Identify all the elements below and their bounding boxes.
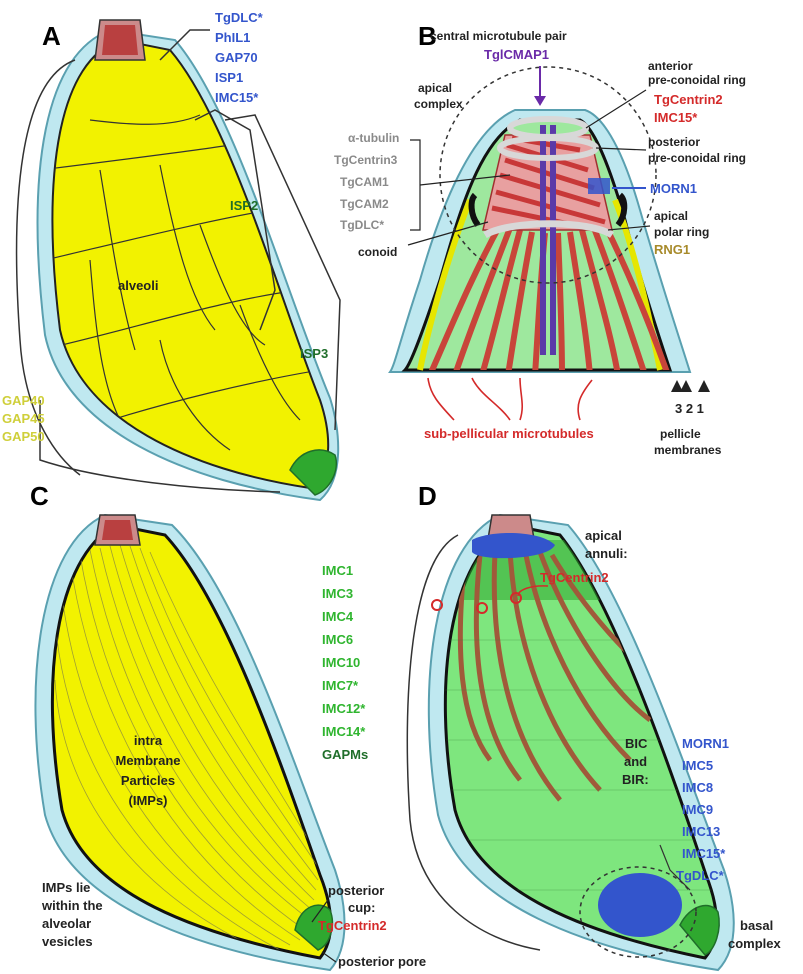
pellicle-numbers: 3 2 1	[675, 401, 704, 416]
panel-a-label: A	[42, 21, 61, 51]
apical-protein-list-a: TgDLC* PhIL1 GAP70 ISP1 IMC15*	[215, 10, 264, 105]
panel-d: D apical	[322, 481, 782, 970]
imps-line: intra	[134, 733, 163, 748]
basal-complex-label-2: complex	[728, 936, 782, 951]
panel-c-label: C	[30, 481, 49, 511]
alveoli-body-c	[52, 525, 330, 958]
tgcentrin2-label-d: TgCentrin2	[540, 570, 609, 585]
tgcentrin2-label-c: TgCentrin2	[318, 918, 387, 933]
arrowhead-icon	[680, 380, 692, 392]
protein-label: TgDLC*	[215, 10, 264, 25]
protein-label: IMC15*	[215, 90, 259, 105]
morn1-marker	[588, 178, 610, 194]
protein-label: IMC4	[322, 609, 354, 624]
protein-label: IMC5	[682, 758, 713, 773]
alveoli-body-a	[53, 40, 329, 488]
apical-complex-label-1: apical	[418, 81, 452, 95]
protein-label: IMC1	[322, 563, 353, 578]
protein-label: TgCAM1	[340, 175, 389, 189]
protein-label: IMC10	[322, 655, 360, 670]
protein-label: IMC9	[682, 802, 713, 817]
protein-label: GAP50	[2, 429, 45, 444]
anterior-ring-label-2: pre-conoidal ring	[648, 73, 746, 87]
conoid-a	[102, 25, 138, 55]
apical-complex-label-2: complex	[414, 97, 463, 111]
imps-line: Membrane	[115, 753, 180, 768]
morn1-label-b: MORN1	[650, 181, 697, 196]
imps-lie-line: alveolar	[42, 916, 91, 931]
imc-protein-list: IMC1 IMC3 IMC4 IMC6 IMC10 IMC7* IMC12* I…	[322, 563, 366, 739]
arrowhead-icon	[698, 380, 710, 392]
rng1-label: RNG1	[654, 242, 690, 257]
tgcentrin2-label-b: TgCentrin2	[654, 92, 723, 107]
protein-label: TgDLC*	[676, 868, 725, 883]
protein-label: α-tubulin	[348, 131, 399, 145]
anterior-ring-label-1: anterior	[648, 59, 693, 73]
protein-label: TgCAM2	[340, 197, 389, 211]
protein-label: GAP45	[2, 411, 45, 426]
protein-label: GAP70	[215, 50, 258, 65]
conoid-bracket	[410, 140, 420, 230]
gapms-label: GAPMs	[322, 747, 368, 762]
arrowhead-icon	[534, 96, 546, 106]
imps-line: Particles	[121, 773, 175, 788]
gap-protein-list: GAP40 GAP45 GAP50	[2, 393, 45, 444]
posterior-pore-label: posterior pore	[338, 954, 426, 969]
imps-lie-label: IMPs lie within the alveolar vesicles	[41, 880, 103, 949]
subpellicular-label: sub-pellicular microtubules	[424, 426, 594, 441]
bic-line: BIR:	[622, 772, 649, 787]
posterior-ring-label-1: posterior	[648, 135, 700, 149]
bic-line: BIC	[625, 736, 648, 751]
conoid-label: conoid	[358, 245, 397, 259]
posterior-cup-label-2: cup:	[348, 900, 375, 915]
apical-annuli-label-2: annuli:	[585, 546, 628, 561]
protein-label: IMC3	[322, 586, 353, 601]
panel-b: B	[334, 21, 746, 457]
protein-label: IMC6	[322, 632, 353, 647]
anterior-leader	[586, 90, 646, 128]
imps-lie-line: vesicles	[42, 934, 93, 949]
pellicle-label-1: pellicle	[660, 427, 701, 441]
isp2-label: ISP2	[230, 198, 258, 213]
apical-annuli-label-1: apical	[585, 528, 622, 543]
protein-label: MORN1	[682, 736, 729, 751]
protein-label: IMC14*	[322, 724, 366, 739]
protein-label: ISP1	[215, 70, 243, 85]
protein-label: GAP40	[2, 393, 45, 408]
bic-label: BIC and BIR:	[622, 736, 649, 787]
apical-polar-ring-label-2: polar ring	[654, 225, 709, 239]
basal-complex-label-1: basal	[740, 918, 773, 933]
panel-c: C intra Membrane Particles (IMPs) poster…	[30, 481, 426, 970]
protein-label: IMC7*	[322, 678, 359, 693]
conoid-protein-list: α-tubulin TgCentrin3 TgCAM1 TgCAM2 TgDLC…	[334, 131, 399, 232]
central-pair-label: central microtubule pair	[430, 29, 567, 43]
posterior-cup-label-1: posterior	[328, 883, 384, 898]
pellicle-label-2: membranes	[654, 443, 722, 457]
protein-label: IMC15*	[682, 846, 726, 861]
conoid-c	[102, 520, 133, 540]
tglcmap1-label: TglCMAP1	[484, 47, 549, 62]
subpellicular-arrows	[428, 378, 592, 420]
protein-label: IMC12*	[322, 701, 366, 716]
protein-label: TgCentrin3	[334, 153, 398, 167]
basal-blue-ring	[598, 873, 682, 937]
bic-line: and	[624, 754, 647, 769]
imps-line: (IMPs)	[129, 793, 168, 808]
protein-label: TgDLC*	[340, 218, 384, 232]
protein-label: PhIL1	[215, 30, 250, 45]
protein-label: IMC13	[682, 824, 720, 839]
apical-polar-ring-label-1: apical	[654, 209, 688, 223]
alveoli-label: alveoli	[118, 278, 158, 293]
imps-lie-line: within the	[41, 898, 103, 913]
isp3-label: ISP3	[300, 346, 328, 361]
posterior-ring-label-2: pre-conoidal ring	[648, 151, 746, 165]
imc15-label-b: IMC15*	[654, 110, 698, 125]
panel-d-label: D	[418, 481, 437, 511]
bic-protein-list: MORN1 IMC5 IMC8 IMC9 IMC13 IMC15* TgDLC*	[676, 736, 729, 883]
protein-label: IMC8	[682, 780, 713, 795]
panel-a: A TgDLC* PhIL1 GAP7	[2, 10, 340, 500]
imps-lie-line: IMPs lie	[42, 880, 90, 895]
